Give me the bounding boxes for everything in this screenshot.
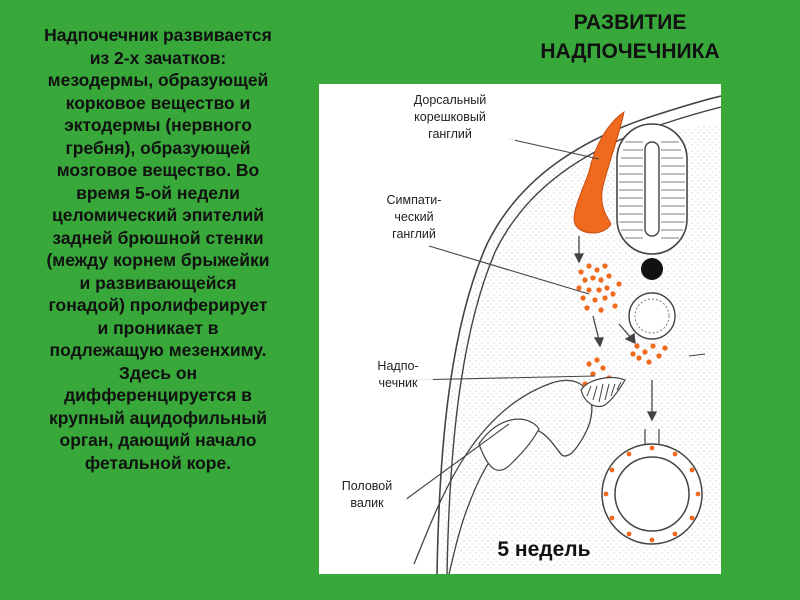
label-dorsal-root-ganglion: Дорсальный корешковый ганглий <box>385 92 515 143</box>
description-text: Надпочечник развивается из 2-х зачатков:… <box>8 24 308 474</box>
notochord <box>641 258 663 280</box>
label-adrenal-gland: Надпо- чечник <box>363 358 433 392</box>
embryo-diagram: Дорсальный корешковый ганглий Симпати- ч… <box>319 84 721 574</box>
diagram-caption: 5 недель <box>469 538 619 562</box>
aorta <box>629 293 675 339</box>
neural-canal <box>645 142 659 236</box>
label-genital-ridge: Половой валик <box>327 478 407 512</box>
slide-title: РАЗВИТИЕ НАДПОЧЕЧНИКА <box>500 8 760 66</box>
label-sympathetic-ganglion: Симпати- ческий ганглий <box>371 192 457 243</box>
